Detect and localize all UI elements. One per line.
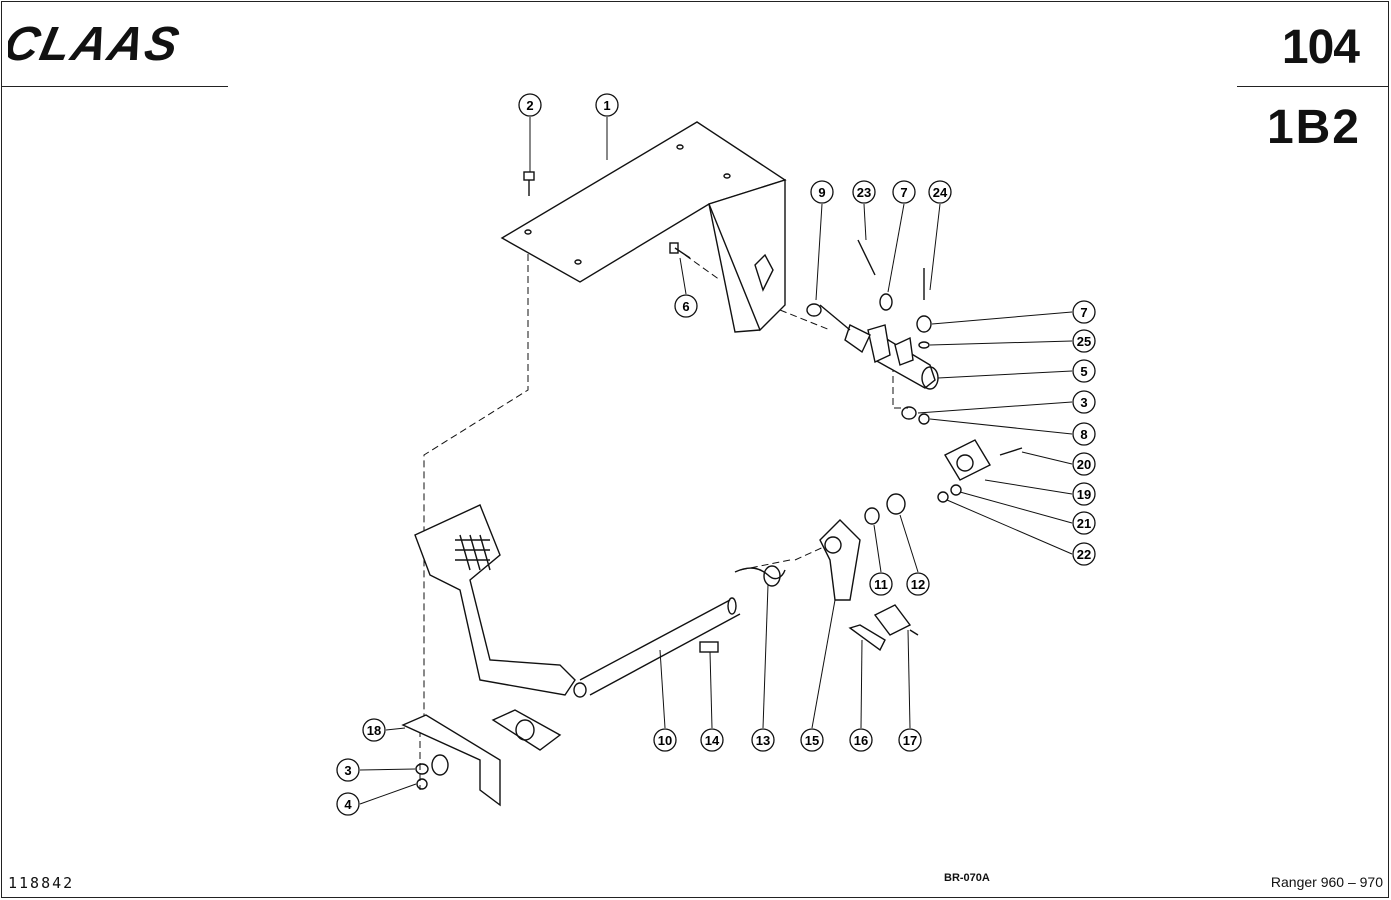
- callout-17: 17: [898, 728, 922, 752]
- callout-4: 4: [336, 792, 360, 816]
- clevis-pin-part: [848, 624, 886, 652]
- svg-text:11: 11: [874, 577, 888, 592]
- reference-code: BR-070A: [944, 872, 990, 884]
- callout-12: 12: [906, 572, 930, 596]
- leader-lines: [359, 117, 1073, 805]
- callout-7b: 7: [1072, 300, 1096, 324]
- callout-8: 8: [1072, 422, 1096, 446]
- svg-text:10: 10: [658, 733, 672, 748]
- callout-25: 25: [1072, 329, 1096, 353]
- callout-15: 15: [800, 728, 824, 752]
- svg-text:1: 1: [603, 98, 610, 113]
- callout-22: 22: [1072, 542, 1096, 566]
- master-cylinder-part: [819, 304, 939, 390]
- callout-23: 23: [852, 180, 876, 204]
- svg-text:24: 24: [933, 185, 948, 200]
- callout-3: 3: [1072, 390, 1096, 414]
- washer-part: [415, 763, 429, 775]
- o-ring-part: [918, 341, 930, 349]
- svg-text:4: 4: [344, 797, 352, 812]
- bolt-part: [523, 171, 535, 196]
- fitting-part: [879, 293, 893, 311]
- callout-5: 5: [1072, 359, 1096, 383]
- svg-text:13: 13: [756, 733, 770, 748]
- nut-part: [806, 303, 822, 317]
- brand-logo: CLAAS: [8, 18, 185, 66]
- svg-text:8: 8: [1080, 427, 1087, 442]
- callout-14: 14: [700, 728, 724, 752]
- svg-text:22: 22: [1077, 547, 1091, 562]
- svg-text:2: 2: [526, 98, 533, 113]
- callout-6: 6: [674, 294, 698, 318]
- svg-text:14: 14: [705, 733, 720, 748]
- callout-11: 11: [869, 572, 893, 596]
- group-code: 1B2: [1266, 101, 1361, 154]
- callout-21: 21: [1072, 511, 1096, 535]
- bracket-part: [500, 121, 787, 333]
- nut-part: [416, 778, 428, 790]
- washer-part: [901, 406, 917, 420]
- hose-line: [857, 239, 876, 276]
- shaft-part: [573, 597, 741, 698]
- svg-text:23: 23: [857, 185, 871, 200]
- lever-part: [819, 493, 906, 601]
- svg-text:3: 3: [1080, 395, 1087, 410]
- svg-text:15: 15: [805, 733, 819, 748]
- svg-text:6: 6: [682, 299, 689, 314]
- callout-19: 19: [1072, 482, 1096, 506]
- callout-10: 10: [653, 728, 677, 752]
- callout-2: 2: [518, 93, 542, 117]
- callout-13: 13: [751, 728, 775, 752]
- callout-9: 9: [810, 180, 834, 204]
- svg-text:12: 12: [911, 577, 925, 592]
- spring-part: [734, 565, 786, 587]
- svg-text:19: 19: [1077, 487, 1091, 502]
- svg-text:9: 9: [818, 185, 825, 200]
- svg-text:7: 7: [900, 185, 907, 200]
- svg-text:25: 25: [1077, 334, 1091, 349]
- svg-text:17: 17: [903, 733, 917, 748]
- nut-part: [918, 413, 930, 425]
- document-number: 118842: [8, 874, 75, 892]
- screw-part: [669, 242, 691, 259]
- header-divider-right: [1237, 86, 1389, 87]
- fitting-part: [916, 315, 932, 333]
- header-divider-left: [1, 86, 228, 87]
- page-number: 104: [1281, 21, 1360, 74]
- callout-7: 7: [892, 180, 916, 204]
- flange-bearing-part: [937, 439, 1023, 503]
- callout-3b: 3: [336, 758, 360, 782]
- clevis-part: [873, 604, 919, 636]
- svg-text:18: 18: [367, 723, 381, 738]
- lower-flange-bearing-part: [491, 709, 562, 751]
- svg-text:21: 21: [1077, 516, 1091, 531]
- lower-bracket-part: [401, 714, 501, 807]
- pedal-arm-part: [414, 504, 576, 696]
- svg-text:7: 7: [1080, 305, 1087, 320]
- key-part: [699, 641, 719, 653]
- callouts: 1 2 9 23 7 24 6 7 25 5 3 8 20 19 21 22 1…: [336, 93, 1096, 816]
- svg-text:3: 3: [344, 763, 351, 778]
- callout-20: 20: [1072, 452, 1096, 476]
- callout-16: 16: [849, 728, 873, 752]
- svg-text:CLAAS: CLAAS: [8, 18, 185, 66]
- svg-text:16: 16: [854, 733, 868, 748]
- svg-text:5: 5: [1080, 364, 1087, 379]
- model-label: Ranger 960 – 970: [1270, 874, 1383, 890]
- callout-1: 1: [595, 93, 619, 117]
- svg-text:20: 20: [1077, 457, 1091, 472]
- callout-24: 24: [928, 180, 952, 204]
- callout-18: 18: [362, 718, 386, 742]
